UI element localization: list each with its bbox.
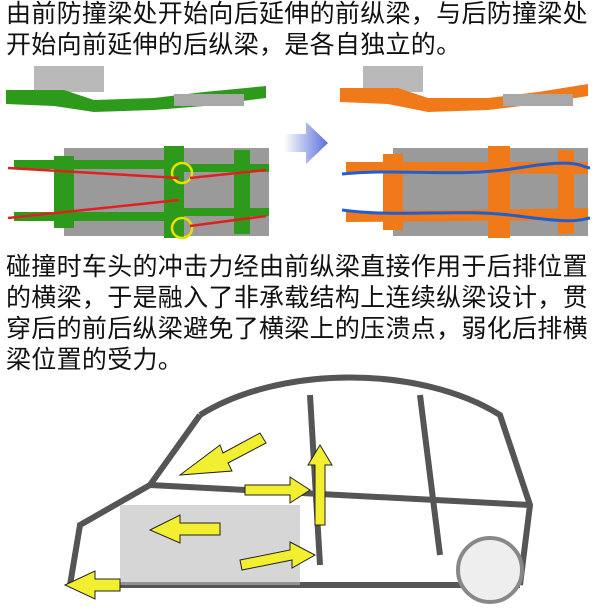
intro-paragraph: 由前防撞梁处开始向后延伸的前纵梁，与后防撞梁处开始向前延伸的后纵梁，是各自独立的…	[6, 0, 588, 59]
transition-arrow-icon	[284, 122, 328, 164]
crush-point-circle	[170, 161, 194, 185]
continuous-rails-top-view	[341, 146, 591, 238]
explanation-paragraph: 碰撞时车头的冲击力经由前纵梁直接作用于后排位置的横梁，于是融入了非承载结构上连续…	[6, 252, 588, 374]
crush-point-circle	[170, 216, 194, 240]
separate-rails-top-view	[7, 146, 269, 240]
separate-rails-side-view	[6, 66, 266, 112]
continuous-rails-side-view	[340, 66, 588, 112]
car-body-structure-illustration	[63, 374, 534, 604]
